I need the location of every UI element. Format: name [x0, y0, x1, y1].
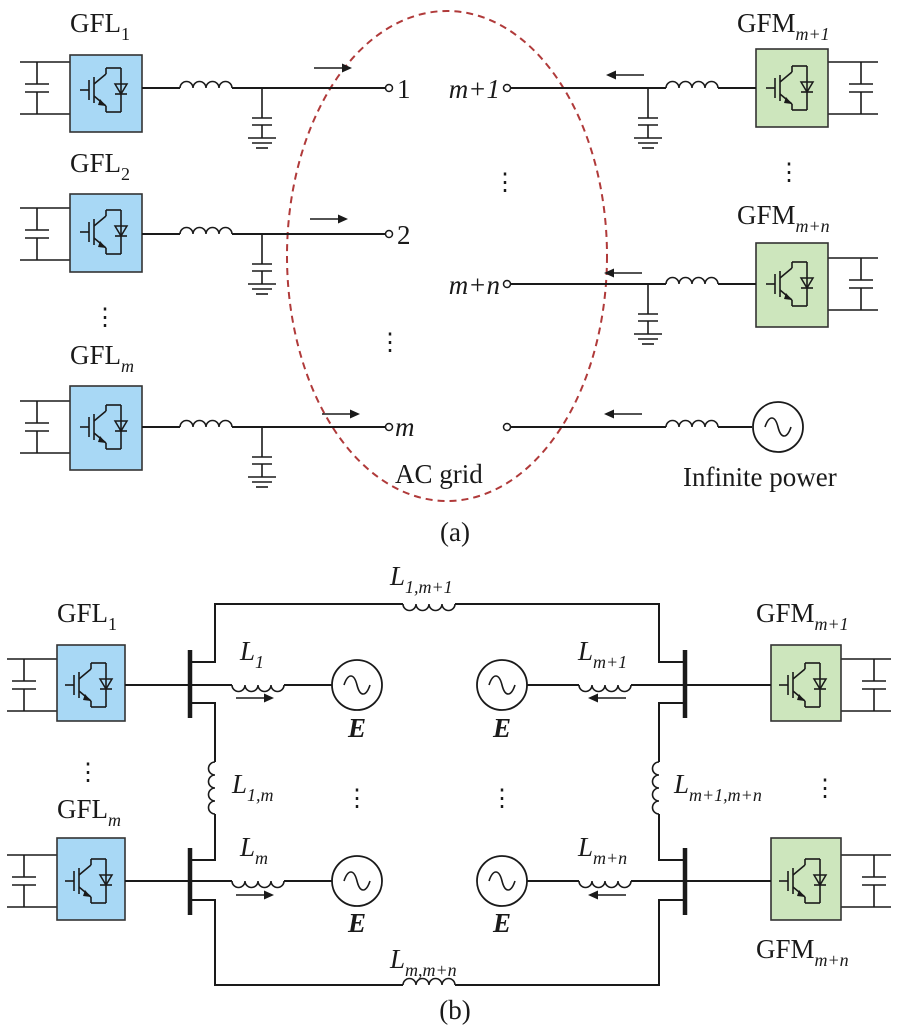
gfl-label-1: GFL1	[70, 8, 130, 44]
gfm-label-m-plus-1: GFMm+1	[737, 8, 830, 44]
node-label-2: 2	[397, 220, 411, 250]
source-branch-m-plus-n	[476, 855, 685, 907]
source-label-em-plus-n: E	[492, 908, 511, 938]
gfl-label-2: GFL2	[70, 148, 130, 184]
panel-a: GFL1 GFL2 GFLm GFMm+1 GFMm+n 1 2 m m+1 m…	[19, 8, 879, 547]
infinite-power-source	[502, 401, 804, 453]
gfm-ellipsis: ⋮	[777, 160, 801, 186]
node-label-m: m	[395, 412, 415, 442]
gfm-label-m-plus-1-b: GFMm+1	[756, 598, 849, 634]
gfl-ellipsis-b: ⋮	[76, 760, 100, 786]
node-label-1: 1	[397, 74, 411, 104]
line-label-bottom: Lm,m+n	[389, 944, 457, 980]
node-label-m-plus-n: m+n	[449, 270, 500, 300]
gfl-label-m-b: GFLm	[57, 794, 121, 830]
source-branch-m-plus-1	[476, 659, 685, 711]
gfl-converter-2	[19, 193, 394, 295]
line-l-1-m-plus-1	[190, 603, 685, 663]
caption-b: (b)	[439, 995, 470, 1025]
inductor-label-lm-plus-n: Lm+n	[577, 832, 627, 868]
gfl-converter-m	[19, 385, 394, 488]
gfm-ellipsis-b: ⋮	[813, 776, 837, 802]
gfl-converter-m-b	[6, 837, 190, 921]
gfm-converter-m-plus-1-b	[685, 644, 892, 722]
source-label-em-plus-1: E	[492, 713, 511, 743]
node-ellipsis-right: ⋮	[493, 170, 517, 196]
gfm-label-m-plus-n: GFMm+n	[737, 200, 830, 236]
line-label-left: L1,m	[231, 769, 274, 805]
gfl-converter-1-b	[6, 644, 190, 722]
source-label-em: E	[347, 908, 366, 938]
ac-grid-boundary	[286, 10, 608, 502]
gfl-label-m: GFLm	[70, 340, 134, 376]
gfm-converter-m-plus-1	[502, 48, 879, 149]
panel-b: GFL1 GFLm GFMm+1 GFMm+n L1 Lm Lm+1 Lm+n …	[6, 561, 892, 1025]
source-branch-1	[190, 659, 383, 711]
inductor-label-l1: L1	[239, 636, 264, 672]
line-label-right: Lm+1,m+n	[673, 769, 762, 805]
gfl-converter-1	[19, 54, 394, 149]
source-label-e1: E	[347, 713, 366, 743]
caption-a: (a)	[440, 517, 470, 547]
inductor-label-lm: Lm	[239, 832, 268, 868]
node-label-m-plus-1: m+1	[449, 74, 500, 104]
source-ellipsis-left: ⋮	[345, 786, 369, 812]
line-l-1-m	[190, 702, 216, 861]
gfm-converter-m-plus-n-b	[685, 837, 892, 921]
ac-grid-label: AC grid	[395, 459, 483, 489]
line-l-m-plus-1-m-plus-n	[651, 702, 685, 861]
infinite-power-label: Infinite power	[683, 462, 837, 492]
gfm-converter-m-plus-n	[502, 242, 879, 345]
inductor-label-lm-plus-1: Lm+1	[577, 636, 627, 672]
source-branch-m	[190, 855, 383, 907]
node-ellipsis-left: ⋮	[378, 330, 402, 356]
line-label-top: L1,m+1	[389, 561, 453, 597]
gfl-label-1-b: GFL1	[57, 598, 117, 634]
line-l-m-m-plus-n	[190, 899, 685, 986]
source-ellipsis-right: ⋮	[490, 786, 514, 812]
gfm-label-m-plus-n-b: GFMm+n	[756, 934, 849, 970]
gfl-ellipsis: ⋮	[93, 305, 117, 331]
